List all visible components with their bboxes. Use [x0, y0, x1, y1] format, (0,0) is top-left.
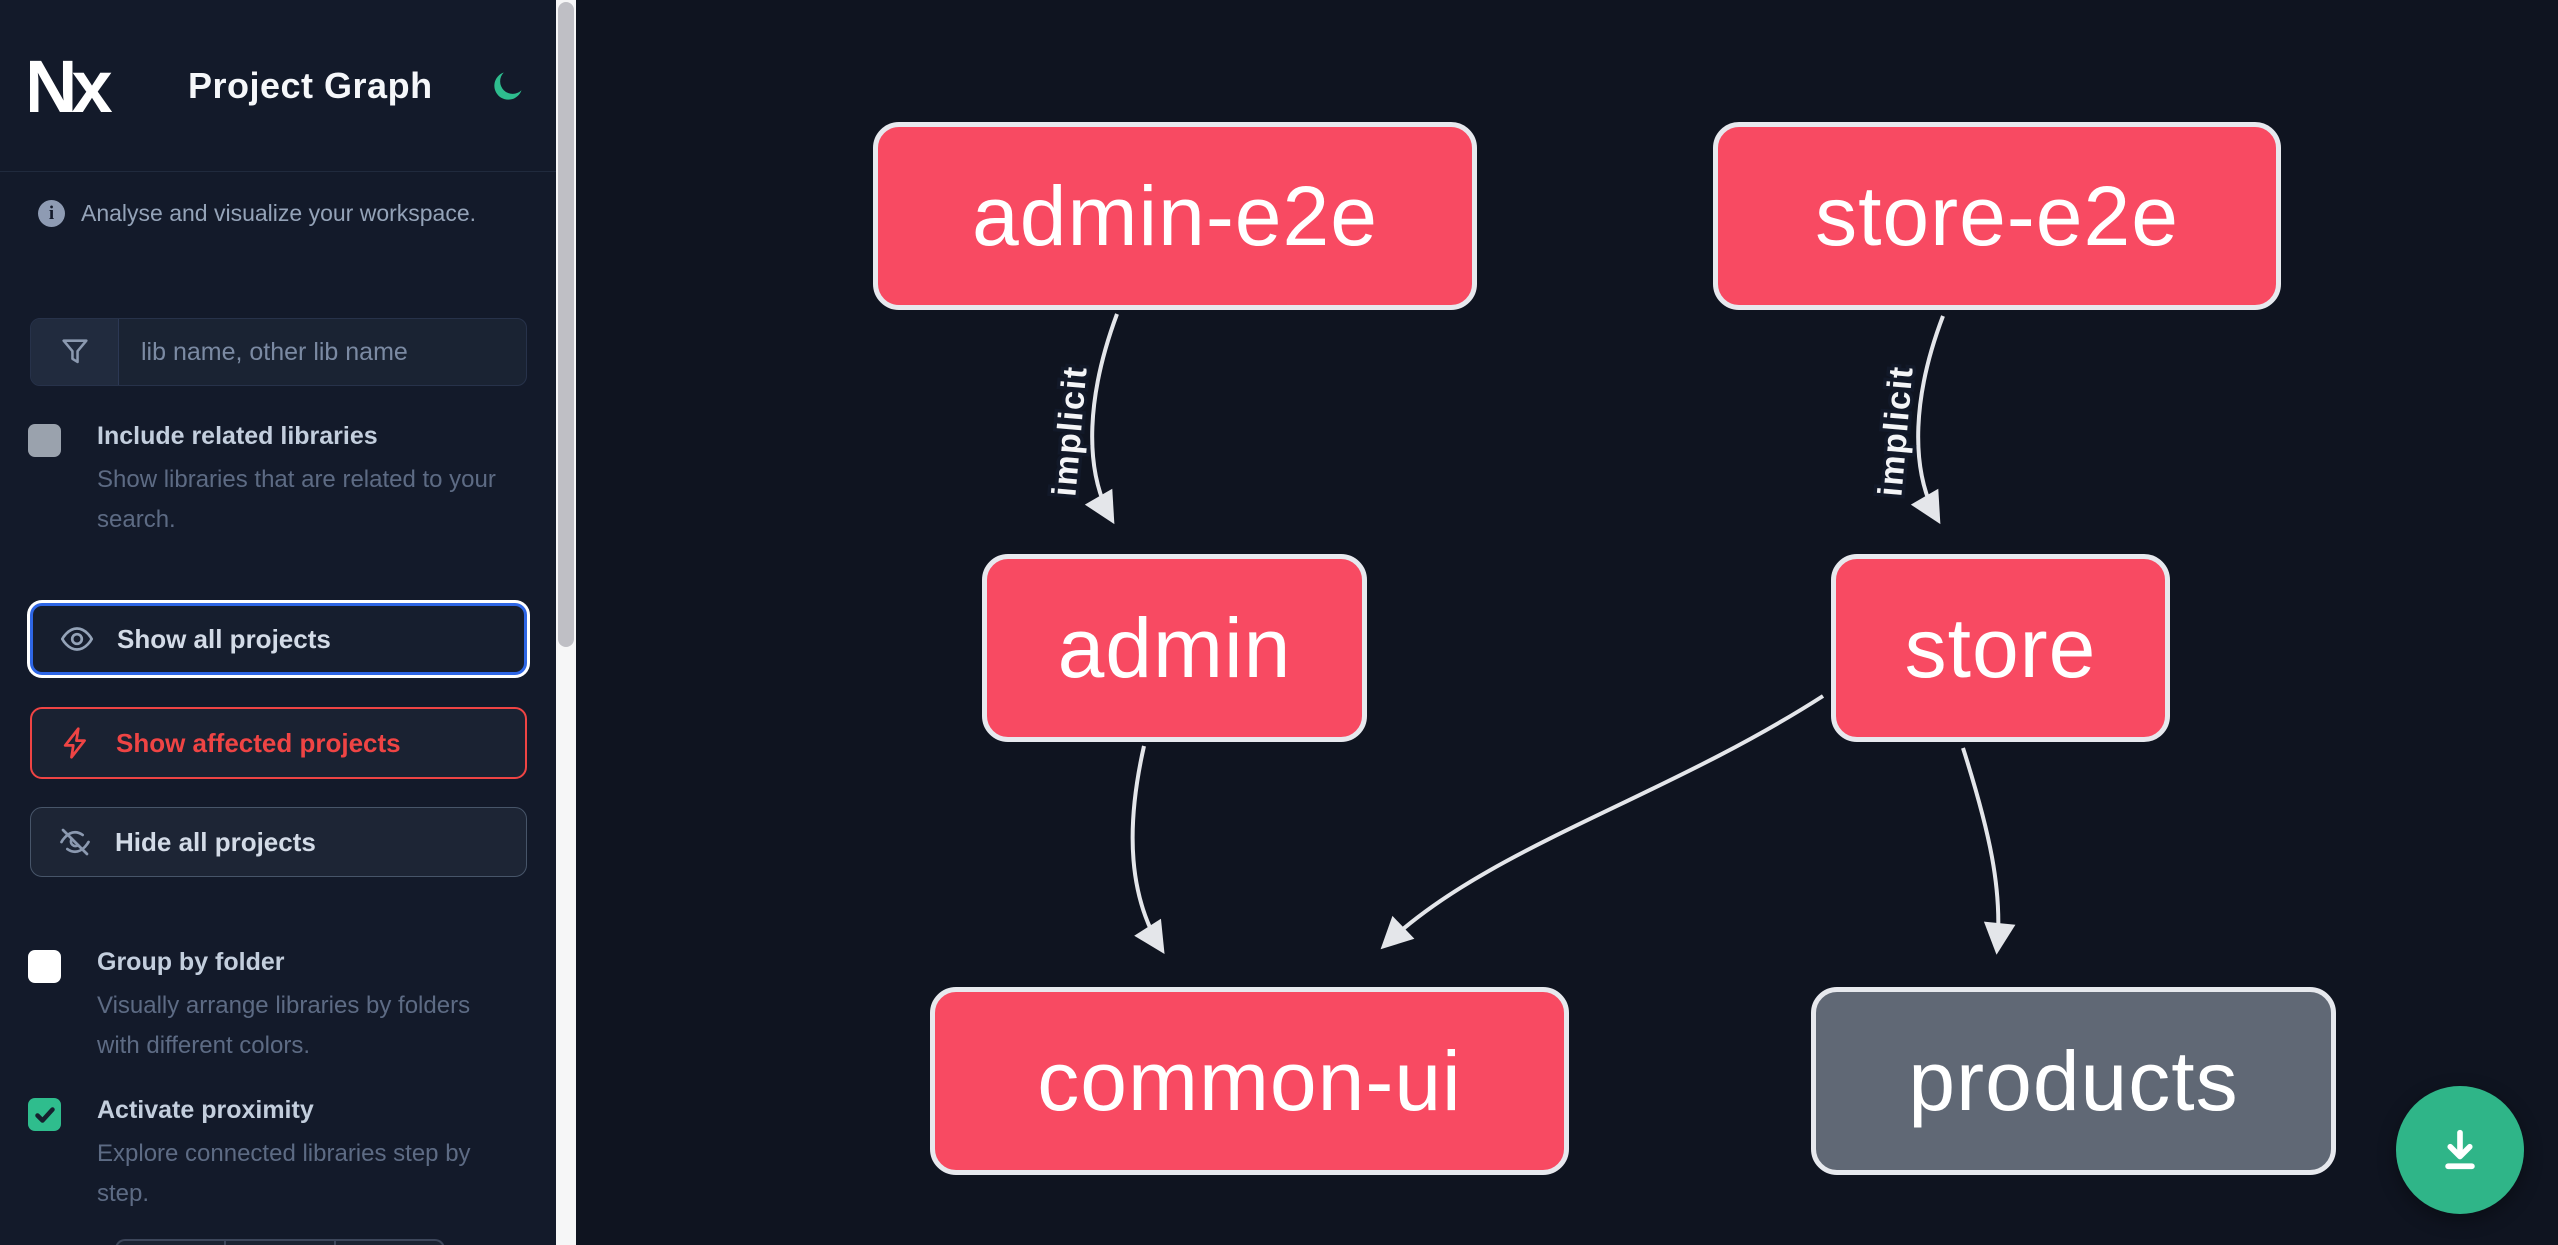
sidebar: Nx Project Graph i Analyse and visualize… [0, 0, 556, 1245]
toggle-description: Visually arrange libraries by folders wi… [97, 992, 471, 1059]
toggle-activate-proximity: Activate proximity Explore connected lib… [28, 1096, 512, 1214]
depth-value-segment [226, 1241, 336, 1245]
download-icon [2445, 1129, 2475, 1170]
sidebar-header: Nx Project Graph [0, 0, 556, 172]
sidebar-scrollbar [556, 0, 576, 1245]
tagline-text: Analyse and visualize your workspace. [81, 200, 477, 226]
include-related-checkbox[interactable] [28, 424, 61, 457]
search-input[interactable] [119, 319, 526, 385]
depth-decrement-segment[interactable] [117, 1241, 227, 1245]
toggle-label: Group by folder [97, 948, 285, 976]
proximity-depth-control[interactable] [115, 1239, 445, 1245]
info-icon: i [38, 200, 65, 227]
graph-node-admin-e2e[interactable]: admin-e2e [873, 122, 1477, 310]
edge-admin-e2e-to-admin [1084, 313, 1119, 525]
activate-proximity-checkbox[interactable] [28, 1098, 61, 1131]
download-graph-button[interactable] [2396, 1086, 2524, 1214]
project-graph-canvas[interactable]: implicit implicit admin-e2e store-e2e ad… [576, 0, 2558, 1245]
graph-node-common-ui[interactable]: common-ui [930, 987, 1569, 1175]
node-label: admin-e2e [972, 168, 1378, 263]
toggle-description: Explore connected libraries step by step… [97, 1140, 471, 1207]
edge-store-to-common-ui [1380, 694, 1825, 950]
svg-text:Nx: Nx [30, 54, 112, 118]
edge-label-implicit: implicit [1871, 364, 1920, 498]
node-label: store [1904, 600, 2097, 695]
workspace-tagline-row: i Analyse and visualize your workspace. [38, 200, 476, 227]
edge-store-e2e-to-store [1910, 315, 1945, 525]
nx-logo: Nx [30, 54, 118, 118]
graph-node-admin[interactable]: admin [982, 554, 1367, 742]
eye-off-icon [60, 828, 90, 856]
button-label: Show affected projects [116, 727, 401, 758]
node-label: admin [1057, 600, 1292, 695]
button-label: Show all projects [117, 623, 331, 654]
depth-increment-segment[interactable] [336, 1241, 443, 1245]
toggle-description: Show libraries that are related to your … [97, 466, 496, 533]
edge-admin-to-common-ui [1130, 745, 1165, 955]
toggle-label: Include related libraries [97, 422, 378, 450]
toggle-label: Activate proximity [97, 1096, 314, 1124]
toggle-include-related: Include related libraries Show libraries… [28, 422, 512, 540]
graph-node-store-e2e[interactable]: store-e2e [1713, 122, 2281, 310]
check-icon [34, 1106, 55, 1123]
node-label: common-ui [1037, 1033, 1462, 1128]
edge-store-to-products [1961, 747, 2016, 955]
group-by-folder-checkbox[interactable] [28, 950, 61, 983]
hide-all-projects-button[interactable]: Hide all projects [30, 807, 527, 877]
show-all-projects-button[interactable]: Show all projects [30, 603, 527, 675]
dependency-edges-layer: implicit implicit [1042, 313, 2016, 955]
funnel-icon [31, 319, 119, 385]
eye-icon [60, 627, 94, 651]
toggle-group-by-folder: Group by folder Visually arrange librari… [28, 948, 512, 1066]
bolt-icon [63, 727, 86, 759]
edge-label-implicit: implicit [1045, 364, 1094, 498]
scrollbar-thumb[interactable] [558, 2, 574, 647]
moon-icon[interactable] [490, 68, 526, 104]
graph-node-products[interactable]: products [1811, 987, 2336, 1175]
graph-node-store[interactable]: store [1831, 554, 2170, 742]
show-affected-projects-button[interactable]: Show affected projects [30, 707, 527, 779]
node-label: products [1908, 1033, 2239, 1128]
node-label: store-e2e [1815, 168, 2179, 263]
project-filter-search [30, 318, 527, 386]
button-label: Hide all projects [115, 826, 316, 857]
page-title: Project Graph [188, 64, 433, 106]
